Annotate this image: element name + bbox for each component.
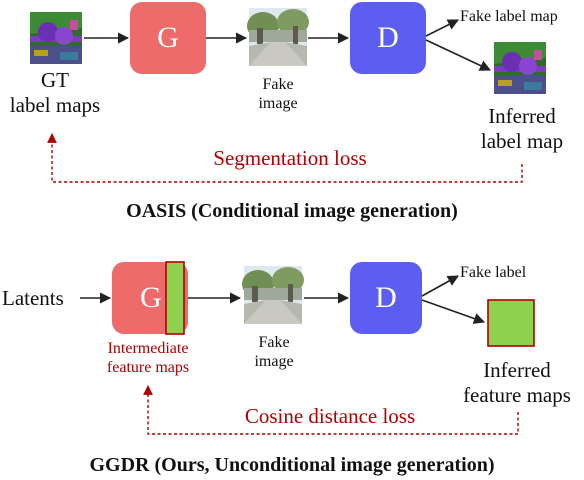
generator-block-top bbox=[130, 2, 206, 74]
fake-image-thumbnail-top bbox=[247, 8, 309, 66]
fake-label-map-label: Fake label map bbox=[460, 8, 558, 25]
discriminator-block-top bbox=[350, 2, 426, 74]
fake-image-label-bottom: Fake image bbox=[244, 334, 304, 372]
discriminator-block-bottom bbox=[350, 262, 422, 334]
inferred-label-map-thumbnail bbox=[494, 42, 546, 94]
inferred-bottom-line-2: feature maps bbox=[463, 382, 571, 407]
gt-label-maps-label: GT label maps bbox=[0, 68, 110, 118]
fake-image-bottom-line-1: Fake bbox=[258, 334, 290, 351]
generator-label-top: G bbox=[157, 21, 179, 54]
arrow-discriminator-to-inferred-feature-maps bbox=[421, 299, 486, 324]
gt-label-line-1: GT bbox=[41, 68, 69, 92]
fake-image-top-line-1: Fake bbox=[262, 76, 294, 93]
inferred-bottom-line-1: Inferred bbox=[483, 358, 551, 382]
fake-image-bottom-line-2: image bbox=[254, 352, 294, 370]
intermediate-feature-block bbox=[165, 261, 185, 335]
gt-label-map-thumbnail bbox=[30, 12, 82, 64]
discriminator-label-top: D bbox=[377, 21, 399, 54]
inferred-top-line-2: label map bbox=[480, 128, 564, 153]
arrow-discriminator-to-fake-label-map bbox=[425, 19, 460, 37]
fake-image-thumbnail-bottom bbox=[242, 266, 304, 324]
cosine-distance-loss-label: Cosine distance loss bbox=[244, 404, 416, 428]
fake-image-top-line-2: image bbox=[258, 94, 298, 112]
generator-label-bottom: G bbox=[140, 281, 162, 314]
inferred-label-map-label: Inferred label map bbox=[464, 104, 580, 154]
cosine-loss-connector bbox=[143, 385, 519, 435]
ggdr-caption: GGDR (Ours, Unconditional image generati… bbox=[89, 454, 495, 476]
segmentation-loss-connector bbox=[47, 133, 523, 183]
gt-label-line-2: label maps bbox=[9, 92, 101, 117]
intermediate-line-1: Intermediate bbox=[107, 340, 189, 357]
segmentation-loss-label: Segmentation loss bbox=[213, 146, 367, 170]
latents-label: Latents bbox=[2, 286, 64, 310]
inferred-feature-map-block bbox=[487, 299, 535, 347]
inferred-feature-maps-label: Inferred feature maps bbox=[450, 358, 584, 408]
fake-label-label: Fake label bbox=[460, 264, 527, 281]
inferred-top-line-1: Inferred bbox=[488, 104, 556, 128]
arrow-discriminator-to-inferred-label-map bbox=[425, 39, 492, 71]
oasis-caption: OASIS (Conditional image generation) bbox=[126, 200, 458, 222]
fake-image-label-top: Fake image bbox=[248, 76, 308, 114]
discriminator-label-bottom: D bbox=[375, 281, 397, 314]
arrow-discriminator-to-fake-label bbox=[421, 275, 459, 297]
intermediate-line-2: feature maps bbox=[106, 358, 190, 376]
intermediate-feature-maps-label: Intermediate feature maps bbox=[88, 340, 208, 378]
